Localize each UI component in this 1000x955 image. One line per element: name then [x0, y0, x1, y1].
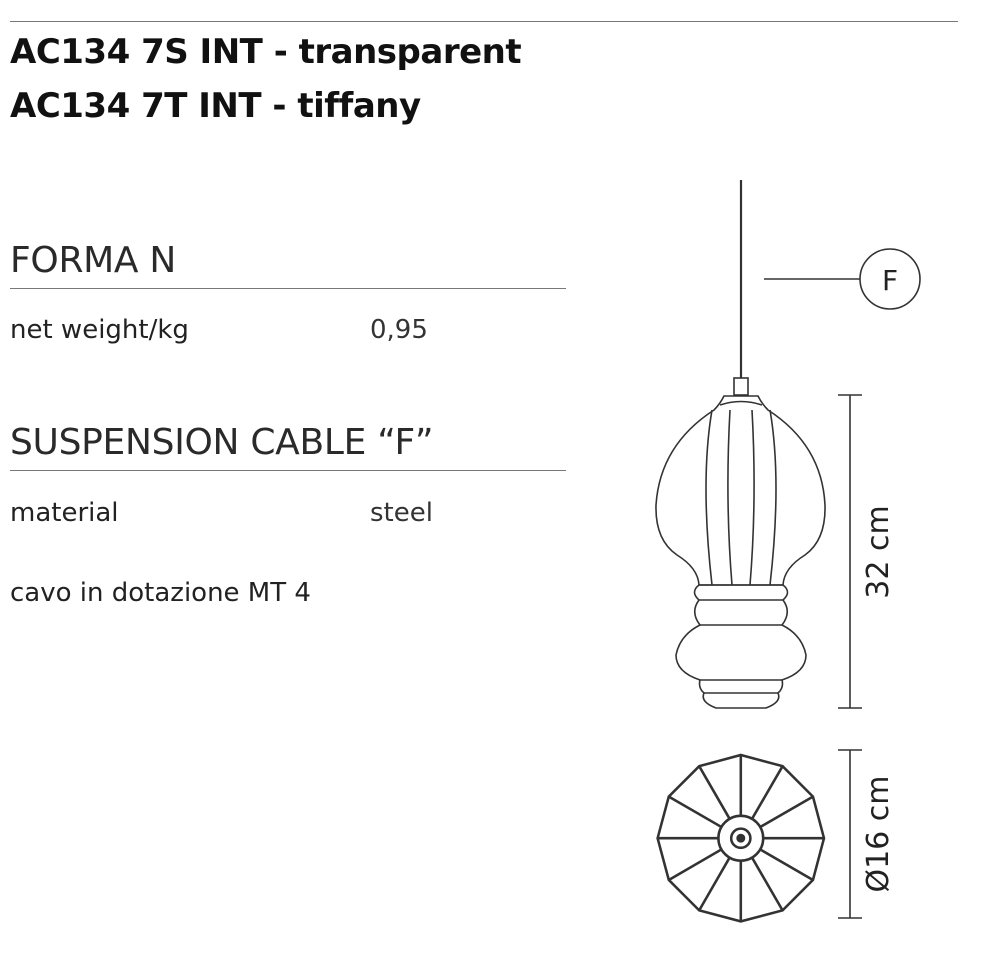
cable-heading: SUSPENSION CABLE “F” [10, 422, 434, 463]
globe-rib [749, 409, 755, 586]
globe-rib [705, 409, 713, 586]
forma-heading: FORMA N [10, 240, 177, 281]
net-weight-label: net weight/kg [10, 315, 189, 345]
height-dimension [838, 394, 862, 709]
cable-divider [10, 470, 566, 471]
material-value: steel [370, 498, 433, 528]
lamp-upper-globe [655, 395, 826, 586]
callout-circle [859, 248, 921, 310]
product-title-transparent: AC134 7S INT - transparent [10, 32, 522, 72]
lamp-lower-body [675, 584, 807, 709]
product-title-tiffany: AC134 7T INT - tiffany [10, 86, 421, 126]
diameter-dimension [838, 749, 862, 919]
cable-fitting [733, 377, 749, 396]
globe-rib [727, 409, 733, 586]
diameter-dimension-label: Ø16 cm [861, 775, 896, 892]
forma-divider [10, 288, 566, 289]
top-divider [10, 21, 958, 22]
lamp-side-view [655, 180, 826, 709]
height-dimension-label: 32 cm [861, 505, 896, 598]
top-view-segments [657, 755, 825, 922]
lamp-technical-drawing: F 32 cm Ø16 cm [655, 180, 921, 923]
globe-rib [769, 409, 777, 586]
net-weight-value: 0,95 [370, 315, 428, 345]
cable-note: cavo in dotazione MT 4 [10, 578, 311, 608]
cable-callout [764, 248, 921, 310]
lamp-top-view [656, 753, 826, 923]
callout-letter: F [882, 264, 898, 297]
globe-rim [719, 400, 763, 406]
material-label: material [10, 498, 119, 528]
